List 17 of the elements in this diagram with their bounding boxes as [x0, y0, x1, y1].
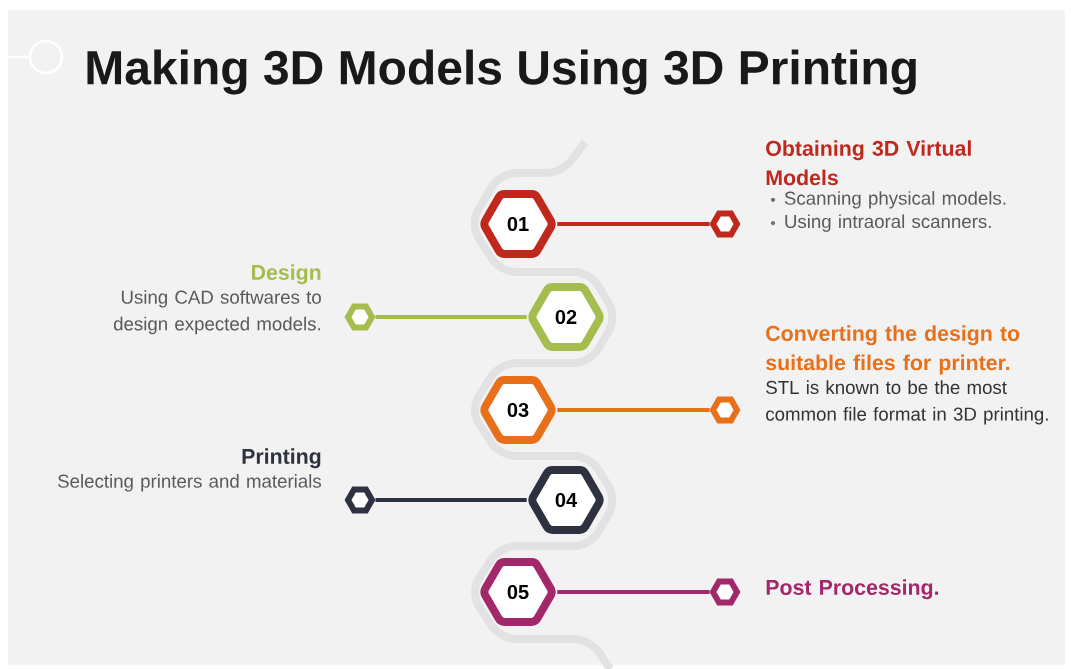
- step-heading: Converting the design to suitable files for printer.: [766, 325, 1020, 375]
- connector-line: [375, 498, 527, 502]
- connector-line: [557, 222, 710, 226]
- step-description: STL is known to be the most common file format in 3D printing.: [766, 380, 1048, 425]
- step-description: Selecting printers and materials: [58, 474, 321, 492]
- number-hexagon: 05: [480, 558, 556, 626]
- step-heading: Design: [252, 264, 321, 285]
- step-heading: Printing: [242, 448, 321, 469]
- step-heading: Obtaining 3D Virtual Models: [766, 140, 971, 186]
- connector-line: [557, 408, 710, 412]
- title: Making 3D Models Using 3D Printing: [87, 49, 916, 95]
- step-description: Scanning physical models.: [784, 191, 1006, 209]
- step-heading: Post Processing.: [766, 579, 939, 600]
- step-description: Using CAD softwares to design expected models.: [113, 290, 321, 335]
- step-description: Using intraoral scanners.: [785, 214, 991, 232]
- connector-line: [557, 590, 710, 594]
- connector-line: [375, 315, 527, 319]
